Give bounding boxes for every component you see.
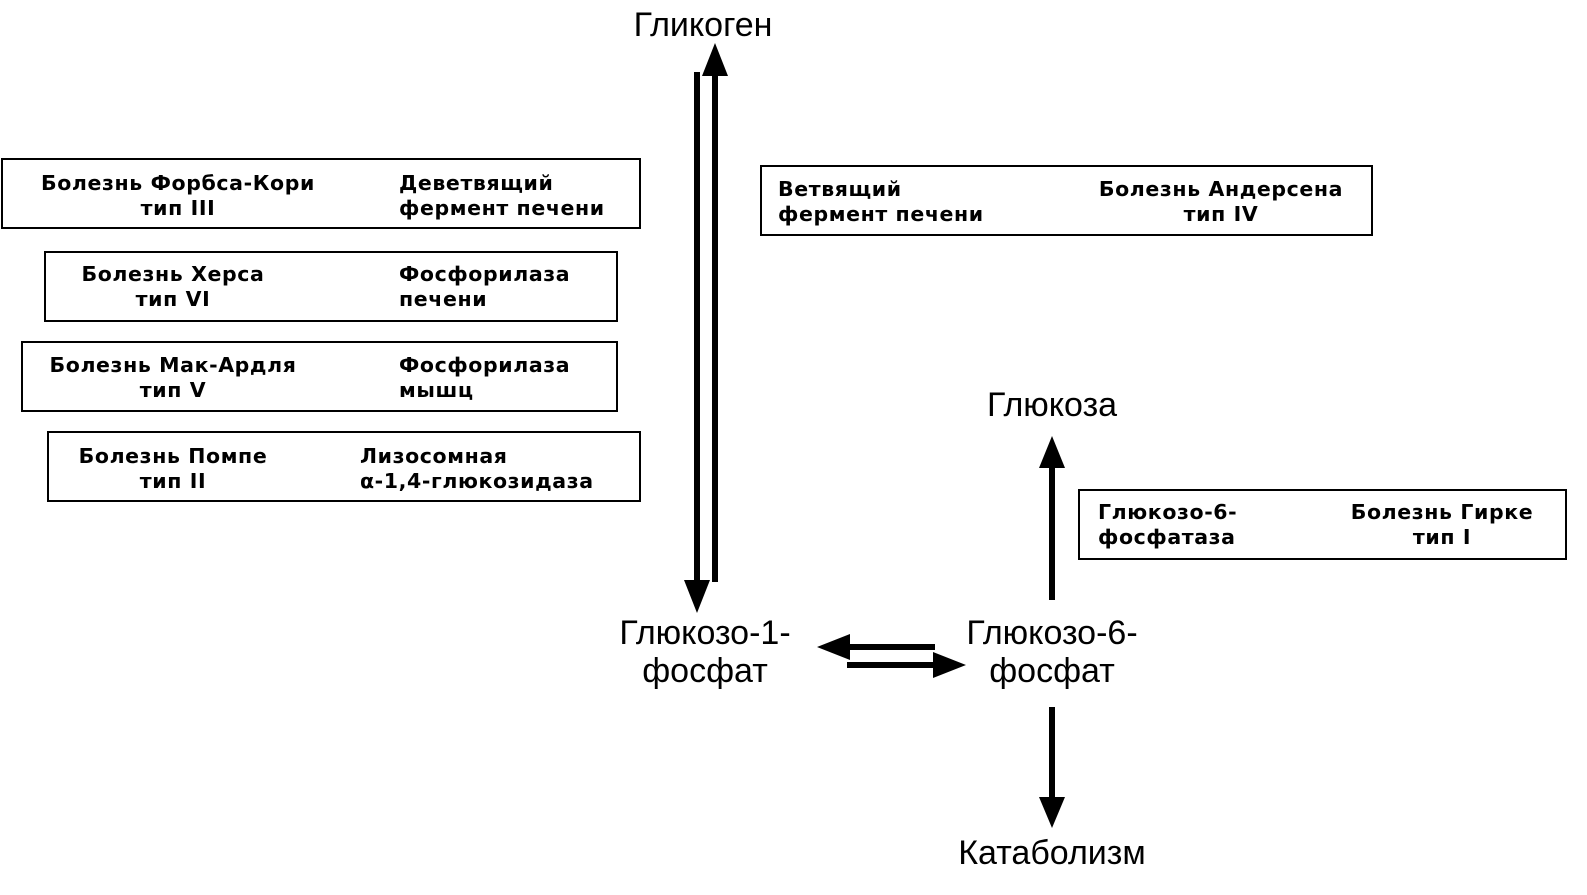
enzyme-line1: Деветвящий (399, 171, 554, 195)
disease-name: Болезнь Гирке (1350, 500, 1534, 524)
disease-name: Болезнь Херса (81, 262, 265, 286)
arrowhead-left-g1p (817, 634, 850, 660)
disease-pompe: Болезнь Помпе тип II (51, 444, 295, 494)
g6p-label-line2: фосфат (989, 652, 1115, 690)
enzyme-line1: Глюкозо-6- (1098, 500, 1238, 524)
arrowhead-up-glycogen (702, 43, 728, 76)
node-glucose-1-phosphate: Глюкозо-1- фосфат (590, 614, 820, 690)
disease-type: тип IV (1183, 202, 1259, 226)
enzyme-line2: мышц (399, 378, 474, 402)
enzyme-line2: фосфатаза (1098, 525, 1236, 549)
enzyme-debranching-liver: Деветвящий фермент печени (399, 171, 605, 221)
node-glucose-6-phosphate: Глюкозо-6- фосфат (937, 614, 1167, 690)
disease-name: Болезнь Помпе (78, 444, 268, 468)
disease-name: Болезнь Мак-Ардля (49, 353, 297, 377)
disease-gierke: Болезнь Гирке тип I (1326, 500, 1558, 550)
disease-name: Болезнь Андерсена (1098, 177, 1344, 201)
enzyme-line2: фермент печени (399, 196, 605, 220)
arrowhead-down-g1p (684, 580, 710, 613)
disease-type: тип V (139, 378, 207, 402)
glucose-label: Глюкоза (986, 386, 1118, 424)
g1p-label-line1: Глюкозо-1- (619, 614, 791, 652)
enzyme-liver-phosphorylase: Фосфорилаза печени (399, 262, 570, 312)
disease-mcardle: Болезнь Мак-Ардля тип V (25, 353, 321, 403)
enzyme-lysosomal-glucosidase: Лизосомная α-1,4-глюкозидаза (360, 444, 594, 494)
node-catabolism: Катаболизм (927, 834, 1177, 872)
arrowhead-up-glucose (1039, 436, 1065, 468)
enzyme-line1: Ветвящий (778, 177, 902, 201)
enzyme-line1: Фосфорилаза (399, 262, 571, 286)
enzyme-line2: α-1,4-глюкозидаза (360, 469, 594, 493)
enzyme-branching-liver: Ветвящий фермент печени (778, 177, 984, 227)
catabolism-label: Катаболизм (958, 834, 1146, 872)
disease-type: тип II (139, 469, 207, 493)
g6p-label-line1: Глюкозо-6- (966, 614, 1138, 652)
node-glucose: Глюкоза (952, 386, 1152, 424)
box-hers: Болезнь Херса тип VI Фосфорилаза печени (44, 251, 618, 322)
disease-hers: Болезнь Херса тип VI (48, 262, 298, 312)
box-forbes-cori: Болезнь Форбса-Кори тип III Деветвящий ф… (1, 158, 641, 229)
box-mcardle: Болезнь Мак-Ардля тип V Фосфорилаза мышц (21, 341, 618, 412)
enzyme-line1: Лизосомная (360, 444, 508, 468)
arrowhead-right-g6p (933, 652, 966, 678)
disease-forbes-cori: Болезнь Форбса-Кори тип III (13, 171, 343, 221)
arrowhead-down-catabolism (1039, 797, 1065, 828)
box-pompe: Болезнь Помпе тип II Лизосомная α-1,4-гл… (47, 431, 641, 502)
disease-andersen: Болезнь Андерсена тип IV (1080, 177, 1362, 227)
disease-type: тип I (1412, 525, 1472, 549)
glycogen-label: Гликоген (633, 6, 773, 44)
disease-name: Болезнь Форбса-Кори (41, 171, 315, 195)
enzyme-line2: печени (399, 287, 488, 311)
disease-type: тип III (140, 196, 216, 220)
enzyme-glucose-6-phosphatase: Глюкозо-6- фосфатаза (1098, 500, 1237, 550)
enzyme-line1: Фосфорилаза (399, 353, 571, 377)
enzyme-muscle-phosphorylase: Фосфорилаза мышц (399, 353, 570, 403)
box-gierke: Глюкозо-6- фосфатаза Болезнь Гирке тип I (1078, 489, 1567, 560)
node-glycogen: Гликоген (603, 6, 803, 44)
box-andersen: Ветвящий фермент печени Болезнь Андерсен… (760, 165, 1373, 236)
disease-type: тип VI (135, 287, 211, 311)
enzyme-line2: фермент печени (778, 202, 984, 226)
g1p-label-line2: фосфат (642, 652, 768, 690)
